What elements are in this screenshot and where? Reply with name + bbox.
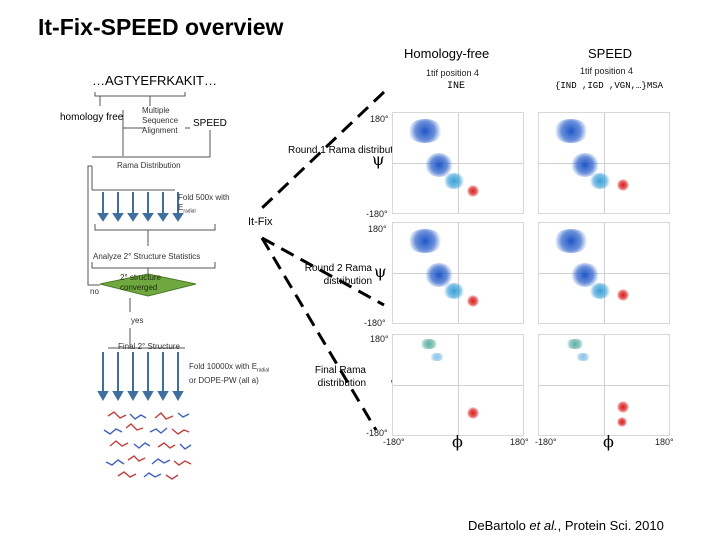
sequence-bracket [94, 92, 186, 97]
fold-500-label: Fold 500x with Eradial [178, 193, 230, 215]
citation: DeBartolo et al., Protein Sci. 2010 [468, 518, 664, 533]
x-left-a: -180° [383, 437, 405, 447]
rama-distribution-label: Rama Distribution [117, 161, 181, 170]
density-blob [589, 283, 611, 299]
row3-label: Final Rama distribution [314, 365, 366, 389]
page-title: It-Fix-SPEED overview [38, 14, 284, 40]
density-blob [553, 119, 589, 143]
density-blob [443, 283, 465, 299]
density-blob [467, 407, 479, 419]
row1-bottom: -180° [366, 209, 388, 219]
speed-label: SPEED [193, 118, 227, 129]
row1-top: 180° [370, 114, 389, 124]
density-blob [617, 179, 629, 191]
row2-label: Round 2 Rama distribution [304, 263, 372, 287]
rama-plot [392, 334, 524, 436]
rama-plot [538, 334, 670, 436]
rama-plot [392, 222, 524, 324]
density-blob [617, 289, 629, 301]
rama-plot [538, 222, 670, 324]
row3-bottom: -180° [366, 428, 388, 438]
x-left-b: -180° [535, 437, 557, 447]
fold-arrows-2 [97, 352, 184, 402]
x-right-b: 180° [655, 437, 674, 447]
homology-free-subtitle: 1tif position 4 [426, 68, 480, 78]
x-right-a: 180° [510, 437, 529, 447]
density-blob [565, 339, 585, 349]
density-blob [617, 401, 629, 413]
density-blob [443, 173, 465, 189]
psi-symbol-2: ψ [374, 262, 387, 281]
itfix-label: It-Fix [248, 216, 273, 228]
speed-residue: {IND ,IGD ,VGN,…}MSA [555, 81, 664, 91]
psi-symbol-1: ψ [372, 150, 385, 169]
row1-label: Round 1 Rama distribution [288, 145, 407, 156]
density-blob [467, 185, 479, 197]
homology-free-header: Homology-free [404, 46, 490, 61]
density-blob [617, 417, 627, 427]
dashed-connectors [260, 90, 386, 431]
density-blob [467, 295, 479, 307]
density-blob [589, 173, 611, 189]
phi-symbol-2: ϕ [603, 432, 614, 451]
density-blob [575, 353, 591, 361]
phi-symbol-1: ϕ [452, 432, 463, 451]
row2-top: 180° [368, 224, 387, 234]
density-blob [407, 229, 443, 253]
fold-arrows-1 [97, 192, 184, 222]
analyze-label: Analyze 2° Structure Statistics [93, 252, 201, 261]
rama-plot [392, 112, 524, 214]
speed-subtitle: 1tif position 4 [580, 66, 634, 76]
density-blob [429, 353, 445, 361]
density-blob [419, 339, 439, 349]
sequence-label: …AGTYEFRKAKIT… [92, 73, 217, 88]
protein-structures-image [103, 411, 192, 480]
density-blob [553, 229, 589, 253]
homology-free-residue: INE [447, 81, 466, 92]
density-blob [407, 119, 443, 143]
row2-bottom: -180° [364, 318, 386, 328]
converged-diamond [99, 273, 197, 297]
homology-free-label: homology free [60, 112, 124, 123]
msa-label: Multiple Sequence Alignment [142, 106, 179, 135]
converged-label: 2° structure converged [120, 273, 161, 292]
speed-header: SPEED [588, 46, 633, 61]
rama-plot [538, 112, 670, 214]
no-label: no [90, 287, 99, 296]
yes-label: yes [131, 316, 144, 325]
final-structure-label: Final 2° Structure [118, 342, 180, 351]
row3-top: 180° [370, 334, 389, 344]
